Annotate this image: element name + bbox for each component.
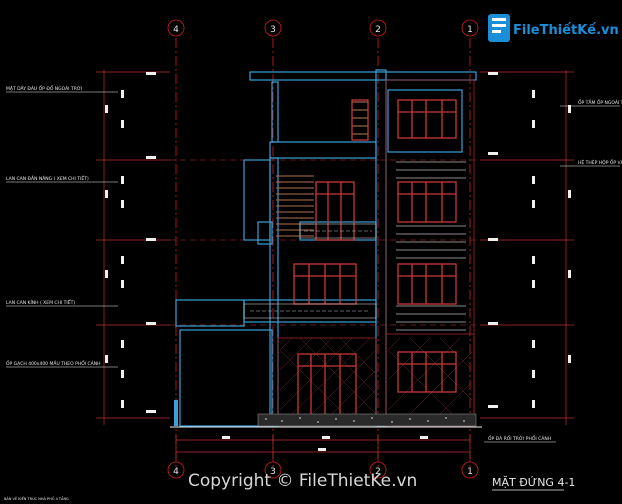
note-stone: ỐP ĐÁ RỐI TRỜI PHỐI CẢNH (488, 434, 551, 442)
window-second-mid (315, 181, 355, 241)
window-second-right (397, 181, 457, 223)
note-wood-cladding: ỐP TẤM ỐP NGOÀI TRỜI GIẢ GỖ (578, 98, 622, 106)
glass-railings (243, 223, 377, 319)
bottom-dimension-chain (175, 435, 471, 458)
right-dimension-marks (488, 72, 571, 408)
copyright-watermark: Copyright © FileThietKe.vn (188, 471, 417, 491)
window-third-right (397, 263, 457, 305)
note-railing-sun: LAN CAN ĐẮN NĂNG ( XEM CHI TIẾT) (6, 174, 89, 182)
footer-note: BẢN VẼ KIẾN TRÚC NHÀ PHỐ 4 TẦNG (4, 495, 69, 501)
grid-label-bottom-2: 2 (375, 467, 381, 477)
note-tile-cladding: ỐP GẠCH 400x400 MẦU THEO PHỐI CẢNH (6, 359, 100, 367)
note-railing-glass: LAN CAN KÍNH ( XEM CHI TIẾT) (6, 298, 75, 306)
left-dimension-chain (96, 70, 170, 425)
grid-label-bottom-3: 3 (270, 467, 276, 477)
bottom-dimension-marks (222, 436, 428, 451)
drawing-title: MẶT ĐỨNG 4-1 (492, 476, 575, 489)
window-top-small (351, 99, 369, 141)
note-roof-wall: MẶT DÂY ĐÀU ỐP ĐỔ NGOÀI TRỜI (6, 84, 82, 92)
window-ground-right (397, 351, 457, 393)
windows (293, 99, 457, 417)
stone-base (170, 400, 482, 428)
window-top-right (397, 99, 457, 139)
grid-label-top-3: 3 (270, 25, 276, 35)
note-steel-frame: HỆ THÉP HỘP ỐP VẬT TƯ ( XEM CHI TIẾT) (578, 158, 622, 166)
grid-label-bottom-4: 4 (173, 467, 179, 477)
grid-label-top-2: 2 (375, 25, 381, 35)
site-logo: FileThiếtKế.vn (488, 14, 619, 42)
vertical-slats (396, 161, 466, 331)
logo-text: FileThiếtKế.vn (513, 23, 619, 38)
grid-label-top-4: 4 (173, 25, 179, 35)
grid-axes (167, 19, 479, 479)
grid-label-bottom-1: 1 (467, 467, 473, 477)
grid-label-top-1: 1 (467, 25, 473, 35)
window-third-mid (293, 263, 357, 305)
left-dimension-marks (105, 72, 156, 413)
